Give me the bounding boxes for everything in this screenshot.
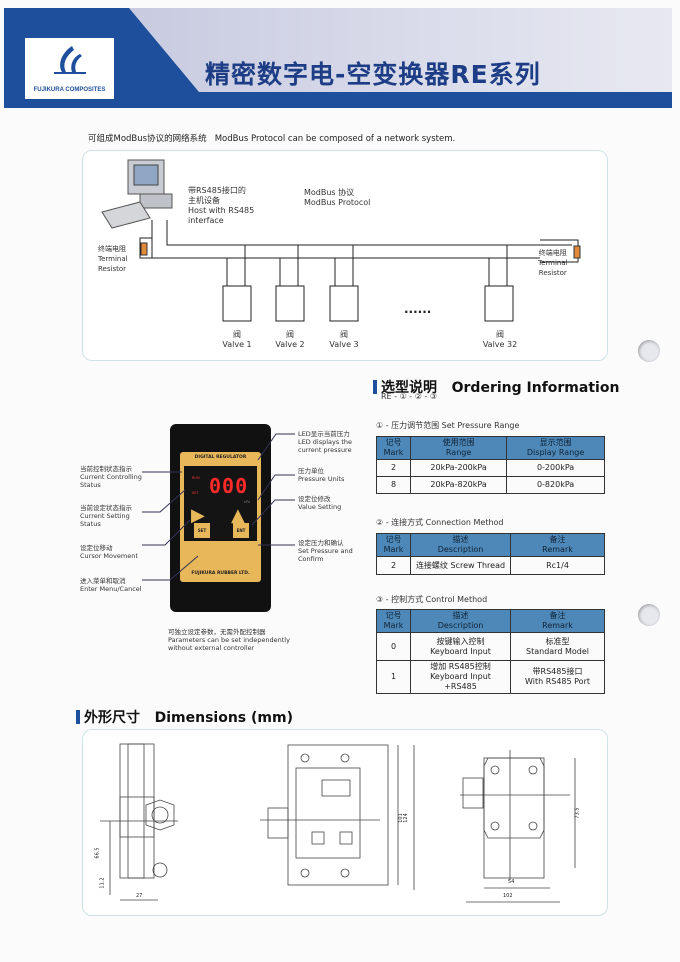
ent-button[interactable]: ENT xyxy=(233,523,249,538)
front-view-drawing xyxy=(260,744,415,890)
brand-name: FUJIKURA COMPOSITES xyxy=(33,87,106,93)
dim-11-2: 11.2 xyxy=(99,877,106,889)
caption-cn: 可组成ModBus协议的网络系统 xyxy=(88,134,207,144)
unit-label: kPa xyxy=(244,500,251,504)
binder-hole xyxy=(638,340,660,362)
table2-caption: ② - 连接方式 Connection Method xyxy=(376,518,504,527)
page-title: 精密数字电-空变换器RE系列 xyxy=(205,60,541,89)
computer-icon xyxy=(101,159,173,229)
resistor-icon xyxy=(140,242,148,256)
dim-73-5: 73.5 xyxy=(574,807,581,819)
network-caption: 可组成ModBus协议的网络系统 ModBus Protocol can be … xyxy=(88,132,455,144)
fujikura-logo-icon xyxy=(53,46,86,74)
binder-hole xyxy=(638,604,660,626)
right-button[interactable]: ▶ xyxy=(191,505,205,526)
resistor-icon xyxy=(573,245,581,259)
dimensions-heading: 外形尺寸 Dimensions (mm) xyxy=(76,707,293,727)
ellipsis: ...... xyxy=(404,302,432,316)
up-button[interactable]: ▲ xyxy=(231,505,245,526)
table1-caption: ① - 压力调节范围 Set Pressure Range xyxy=(376,421,520,430)
panel-title: DIGITAL REGULATOR xyxy=(194,455,247,460)
table3-caption: ③ - 控制方式 Control Method xyxy=(376,595,488,604)
led-display: 000 xyxy=(209,474,249,498)
brand-logo: FUJIKURA COMPOSITES xyxy=(25,38,114,99)
controller-image: DIGITAL REGULATOR 000 RUN SET kPa ▶ ▲ SE… xyxy=(170,424,271,612)
dim-124: 124 xyxy=(402,813,409,823)
caption-en: ModBus Protocol can be composed of a net… xyxy=(214,134,456,144)
dim-27: 27 xyxy=(136,893,143,899)
header-banner xyxy=(4,8,672,108)
dim-66-5: 66.5 xyxy=(94,847,101,859)
back-view-drawing xyxy=(460,750,576,903)
set-indicator: SET xyxy=(192,491,199,495)
ordering-heading: 选型说明 Ordering Information xyxy=(373,377,619,397)
dim-54: 54 xyxy=(508,879,515,885)
run-indicator: RUN xyxy=(192,476,200,480)
network-diagram xyxy=(82,150,608,361)
set-button[interactable]: SET xyxy=(194,523,210,538)
ordering-code: RE - ① - ② - ③ xyxy=(381,392,438,401)
maker-label: FUJIKURA RUBBER LTD. xyxy=(191,571,250,576)
side-view-drawing xyxy=(100,743,178,901)
dim-102: 102 xyxy=(503,893,513,899)
